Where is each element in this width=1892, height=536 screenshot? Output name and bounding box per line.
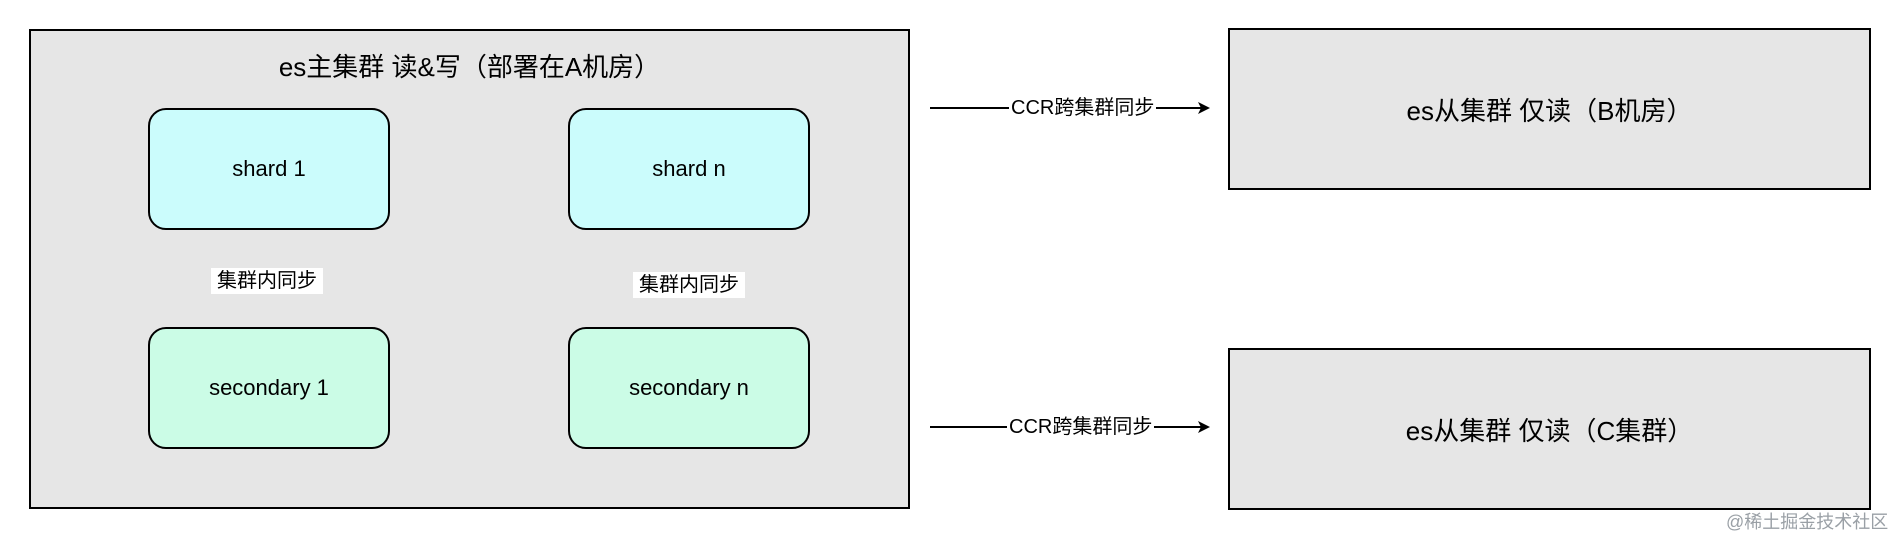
- secondary-1-node: secondary 1: [148, 327, 390, 449]
- sync-label-shard-1: 集群内同步: [211, 268, 323, 294]
- replica-cluster-c: es从集群 仅读（C集群）: [1228, 348, 1871, 510]
- ccr-label-c: CCR跨集群同步: [1007, 414, 1155, 440]
- primary-cluster-title: es主集群 读&写（部署在A机房）: [278, 52, 661, 82]
- shard-1-node: shard 1: [148, 108, 390, 230]
- shard-n-node: shard n: [568, 108, 810, 230]
- ccr-label-b: CCR跨集群同步: [1009, 95, 1157, 121]
- sync-label-shard-n: 集群内同步: [633, 272, 745, 298]
- secondary-n-node: secondary n: [568, 327, 810, 449]
- replica-cluster-b: es从集群 仅读（B机房）: [1228, 28, 1871, 190]
- watermark: @稀土掘金技术社区: [1726, 512, 1889, 532]
